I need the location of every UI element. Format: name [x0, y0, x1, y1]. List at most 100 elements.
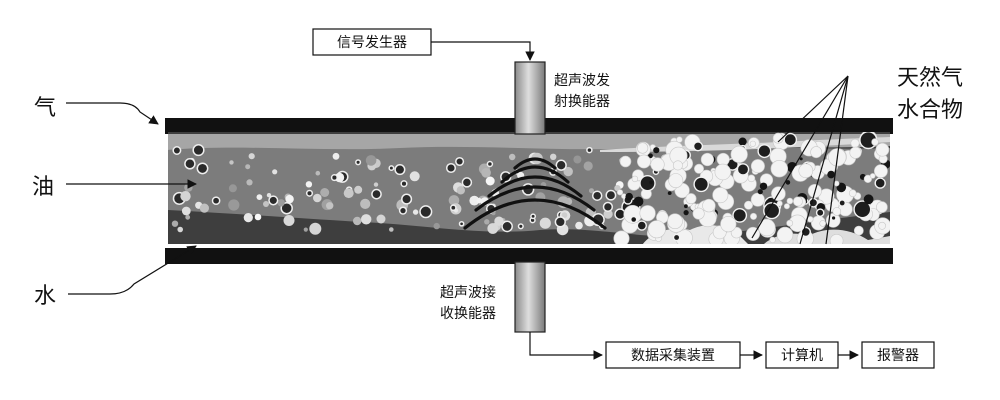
bubble — [853, 225, 864, 236]
bubble — [330, 174, 338, 182]
bubble — [246, 179, 253, 186]
bubble — [320, 188, 330, 197]
bubble — [770, 160, 788, 178]
receiver-label-line2: 收换能器 — [440, 305, 496, 322]
bubble — [394, 164, 406, 176]
hydrate-label-line2: 水合物 — [897, 98, 963, 123]
data-acquisition-box — [605, 341, 741, 369]
bubble — [625, 192, 633, 201]
bubble — [648, 153, 653, 159]
bubble — [461, 177, 473, 188]
bubble — [371, 188, 382, 200]
bubble — [388, 165, 395, 172]
bubble — [874, 164, 888, 178]
bubble — [303, 227, 308, 232]
bubble — [550, 153, 557, 160]
bubble — [832, 216, 836, 220]
bubble — [355, 159, 362, 166]
bubble — [603, 209, 613, 219]
bubble — [730, 145, 748, 163]
bubble — [334, 172, 345, 183]
bubble — [650, 157, 665, 172]
bubble — [192, 144, 205, 157]
bubble — [184, 158, 196, 170]
bubble — [793, 196, 803, 207]
bubble — [875, 142, 890, 157]
bubble — [476, 197, 482, 204]
transmitter-label-line2: 射换能器 — [554, 93, 610, 110]
bubble — [458, 220, 465, 227]
bubble — [602, 201, 614, 213]
bubble — [863, 194, 874, 205]
bubble — [714, 163, 731, 181]
bubble — [353, 216, 362, 226]
bubble — [272, 169, 278, 175]
computer-box — [765, 341, 839, 369]
bubble — [573, 155, 582, 164]
bubble — [555, 159, 567, 171]
bubble — [509, 153, 516, 161]
bubble — [360, 198, 371, 209]
bubble — [768, 198, 771, 202]
bubble — [772, 132, 784, 144]
bubble — [254, 213, 262, 221]
bubble — [469, 195, 480, 206]
bubble — [785, 180, 791, 185]
bubble — [277, 199, 285, 207]
bubble — [616, 189, 624, 196]
bubble — [365, 155, 377, 166]
bubble — [280, 201, 293, 215]
bubble — [184, 183, 193, 192]
bubble — [639, 205, 656, 222]
bubble — [838, 199, 847, 207]
bubble — [757, 144, 772, 159]
bubble — [485, 176, 495, 186]
bubble — [871, 138, 879, 146]
ultrasonic-waves — [463, 157, 607, 230]
bubble — [749, 212, 757, 220]
bubble — [776, 226, 794, 244]
bubble — [672, 160, 683, 171]
bubble — [266, 193, 272, 198]
pipe-interior — [168, 132, 890, 244]
bubble — [716, 152, 730, 166]
bubble — [786, 219, 794, 227]
bubble — [850, 138, 860, 148]
bubble — [667, 213, 683, 229]
bubble — [539, 217, 551, 229]
bubble — [268, 195, 279, 206]
signal-line — [431, 41, 535, 61]
bubble — [676, 136, 683, 143]
bubble — [712, 187, 729, 204]
bubble — [229, 160, 234, 165]
bubble — [619, 155, 632, 168]
bubble — [313, 193, 322, 203]
bubble — [693, 176, 710, 193]
bubble — [684, 204, 688, 209]
alarm-label: 报警器 — [877, 348, 919, 364]
bubble — [683, 210, 689, 216]
bubble — [409, 171, 420, 182]
bubble — [455, 156, 465, 167]
bubble — [692, 207, 705, 220]
bubble — [491, 211, 496, 216]
bubble — [786, 197, 794, 205]
bubble — [653, 147, 660, 154]
alarm-box — [861, 341, 935, 369]
bubble — [211, 196, 221, 206]
bubble — [685, 193, 697, 205]
bubble — [769, 236, 776, 244]
bubble — [305, 189, 314, 197]
bubble — [743, 200, 753, 210]
bubble — [517, 223, 524, 230]
bubble — [807, 216, 814, 223]
bubble — [283, 215, 295, 226]
bubble — [243, 213, 253, 223]
bubble — [639, 174, 656, 192]
bubble — [361, 214, 372, 225]
bubble — [832, 207, 842, 216]
bubble — [810, 146, 823, 159]
gas-leader — [66, 102, 159, 125]
bubble — [732, 207, 748, 223]
bubble — [561, 212, 568, 218]
